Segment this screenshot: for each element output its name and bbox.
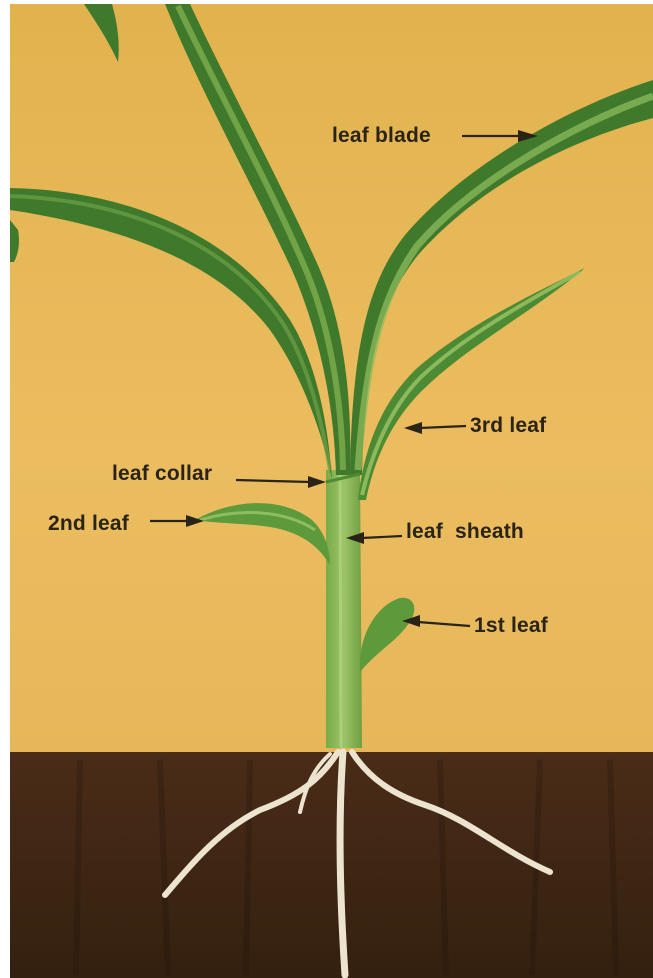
- stem: [326, 470, 362, 748]
- label-leaf-blade: leaf blade: [332, 124, 431, 147]
- label-second-leaf: 2nd leaf: [48, 512, 130, 535]
- label-leaf-sheath: leaf sheath: [406, 520, 524, 543]
- stem-highlight: [340, 470, 341, 748]
- label-first-leaf: 1st leaf: [474, 614, 549, 637]
- label-third-leaf: 3rd leaf: [470, 414, 547, 437]
- soil: [10, 752, 653, 978]
- label-leaf-collar: leaf collar: [112, 462, 212, 485]
